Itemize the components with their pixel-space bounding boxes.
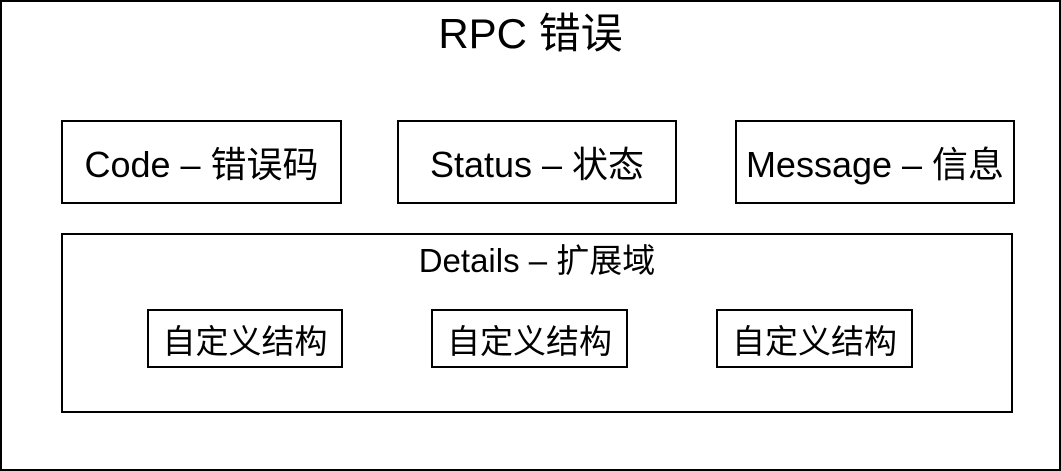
custom-structure-box-3: 自定义结构 xyxy=(716,309,913,368)
field-box-status-label: Status – 状态 xyxy=(429,144,645,185)
field-box-code: Code – 错误码 xyxy=(61,120,342,204)
field-box-message: Message – 信息 xyxy=(735,120,1015,204)
custom-structure-box-1: 自定义结构 xyxy=(147,309,343,368)
custom-structure-box-2: 自定义结构 xyxy=(431,309,628,368)
field-box-code-label: Code – 错误码 xyxy=(84,144,319,185)
custom-structure-box-3-label: 自定义结构 xyxy=(732,322,897,360)
field-box-status: Status – 状态 xyxy=(397,120,677,204)
field-box-message-label: Message – 信息 xyxy=(745,144,1005,185)
details-box-label: Details – 扩展域 xyxy=(418,242,656,279)
custom-structure-box-2-label: 自定义结构 xyxy=(447,322,612,360)
custom-structure-box-1-label: 自定义结构 xyxy=(162,322,328,360)
details-box: Details – 扩展域 自定义结构 自定义结构 自定义结构 xyxy=(61,233,1013,413)
diagram-title: RPC 错误 xyxy=(438,10,623,57)
